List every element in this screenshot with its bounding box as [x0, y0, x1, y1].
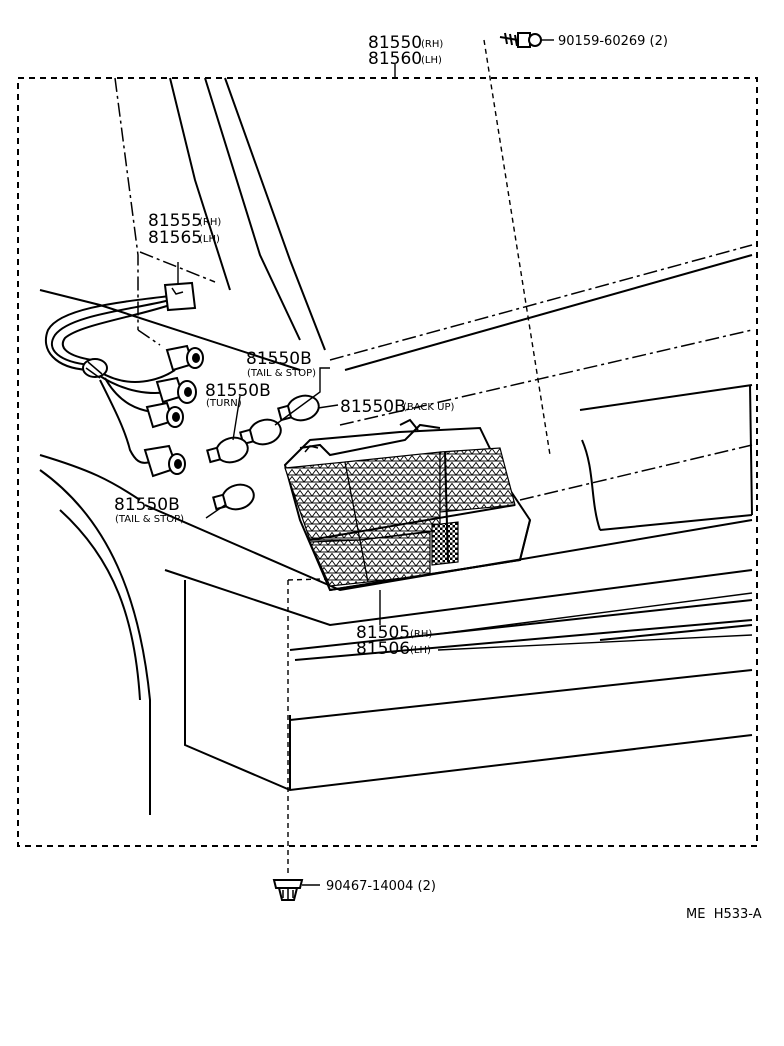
bulb-upper-number: 81550B — [246, 349, 312, 369]
label-drawing-ref: ME H533-A — [686, 907, 762, 922]
label-lens: 81505 (RH) 81506 (LH) — [356, 592, 753, 659]
lamp-assy-rh-side: (RH) — [421, 39, 443, 50]
bulb-upper-note: (TAIL & STOP) — [247, 368, 316, 379]
lamp-assy-lh-side: (LH) — [421, 55, 442, 66]
drawing-reference: ME H533-A — [686, 907, 762, 922]
label-screw: 90159-60269 (2) — [558, 34, 668, 49]
clip-part-number: 90467-14004 (2) — [326, 879, 436, 894]
lens-rh-side: (RH) — [410, 629, 432, 640]
label-bulb-backup: 81550B (BACK UP) — [340, 397, 454, 417]
rear-lamp — [283, 418, 532, 592]
label-wire: 81555 (RH) 81565 (LH) — [148, 211, 221, 248]
clip-icon — [272, 879, 320, 901]
wire-harness — [45, 295, 176, 464]
socket-icon — [143, 344, 204, 478]
bulb-backup-note: (BACK UP) — [403, 402, 454, 413]
lamp-assy-rh-number: 81550 — [368, 33, 422, 53]
wire-rh-number: 81555 — [148, 211, 202, 231]
lens-lh-number: 81506 — [356, 639, 410, 659]
connector-icon — [163, 262, 197, 312]
leader-lines — [205, 64, 396, 625]
lens-rh-number: 81505 — [356, 623, 410, 643]
bulb-turn-note: (TURN) — [206, 398, 242, 409]
screw-icon — [499, 32, 554, 48]
bulb-icon — [206, 394, 320, 511]
car-body — [39, 77, 753, 815]
label-lamp-assy: 81550 (RH) 81560 (LH) — [368, 33, 443, 69]
lamp-assy-lh-number: 81560 — [368, 49, 422, 69]
lens-lh-side: (LH) — [410, 645, 431, 656]
bulb-turn-number: 81550B — [205, 381, 271, 401]
label-bulb-turn: 81550B (TURN) — [205, 381, 271, 409]
screw-part-number: 90159-60269 (2) — [558, 34, 668, 49]
wire-rh-side: (RH) — [199, 217, 221, 228]
wire-lh-side: (LH) — [199, 234, 220, 245]
label-bulb-lower: 81550B (TAIL & STOP) — [114, 495, 184, 525]
bulb-lower-number: 81550B — [114, 495, 180, 515]
assembly-frame — [17, 77, 758, 847]
bulb-backup-number: 81550B — [340, 397, 406, 417]
wire-lh-number: 81565 — [148, 228, 202, 248]
bulb-lower-note: (TAIL & STOP) — [115, 514, 184, 525]
label-clip: 90467-14004 (2) — [326, 879, 436, 894]
label-bulb-upper: 81550B (TAIL & STOP) — [246, 349, 316, 379]
